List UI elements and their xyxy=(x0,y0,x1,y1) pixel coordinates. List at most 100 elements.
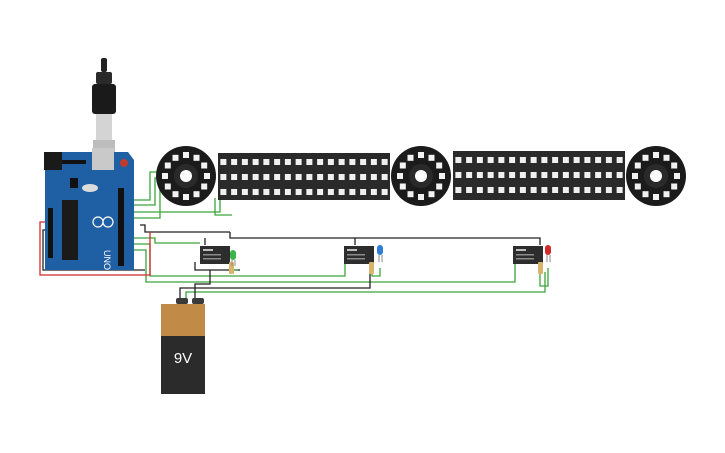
strip-led xyxy=(562,172,569,178)
ring-led xyxy=(193,154,200,161)
strip-led xyxy=(573,187,580,193)
wire-green-relay3 xyxy=(130,249,516,283)
strip-led xyxy=(487,157,494,163)
strip-led xyxy=(349,189,356,195)
strip-led xyxy=(541,172,548,178)
strip-led xyxy=(306,189,313,195)
ring-led xyxy=(653,152,659,158)
strip-led xyxy=(498,172,505,178)
led-strip-2 xyxy=(453,151,625,200)
strip-led xyxy=(530,172,537,178)
strip-led xyxy=(295,189,302,195)
ring-led xyxy=(634,162,641,169)
strip-led xyxy=(455,172,462,178)
strip-led xyxy=(584,157,591,163)
strip-led xyxy=(370,189,377,195)
strip-led xyxy=(381,189,388,195)
strip-led xyxy=(381,174,388,180)
led-red xyxy=(545,245,551,262)
wire-green-relay2 xyxy=(130,243,346,277)
strip-led xyxy=(605,157,612,163)
strip-led xyxy=(317,189,324,195)
strip-led xyxy=(519,157,526,163)
ring-led xyxy=(193,191,200,198)
strip-led xyxy=(295,174,302,180)
strip-led xyxy=(338,189,345,195)
ring-led xyxy=(164,183,171,190)
usb-jack xyxy=(92,148,114,170)
strip-led xyxy=(455,157,462,163)
strip-led xyxy=(595,157,602,163)
strip-led xyxy=(552,172,559,178)
strip-led xyxy=(231,189,238,195)
strip-led xyxy=(584,172,591,178)
ring-led xyxy=(439,173,445,179)
strip-led xyxy=(487,187,494,193)
strip-led xyxy=(476,172,483,178)
strip-led xyxy=(252,189,259,195)
ring-led xyxy=(407,154,414,161)
strip-led xyxy=(360,174,367,180)
strip-led xyxy=(306,159,313,165)
strip-led xyxy=(327,159,334,165)
strip-led xyxy=(466,187,473,193)
strip-led xyxy=(519,187,526,193)
ring-led xyxy=(642,154,649,161)
led-strip-1 xyxy=(218,153,390,200)
ring-led xyxy=(407,191,414,198)
ring-led xyxy=(671,183,678,190)
strip-led xyxy=(595,172,602,178)
ring-led xyxy=(663,154,670,161)
strip-led xyxy=(317,174,324,180)
reset-button xyxy=(120,159,128,167)
strip-led xyxy=(487,172,494,178)
ring-led xyxy=(663,191,670,198)
strip-led xyxy=(595,187,602,193)
relay-1 xyxy=(200,246,230,264)
strip-led xyxy=(530,157,537,163)
strip-led xyxy=(263,159,270,165)
resistor-2 xyxy=(369,262,374,274)
led-blue xyxy=(377,245,383,262)
wire-black-battery2 xyxy=(194,270,211,300)
ring-led xyxy=(164,162,171,169)
ring-led xyxy=(172,154,179,161)
strip-led xyxy=(274,189,281,195)
battery-9v xyxy=(161,298,205,394)
arduino-board: UNO xyxy=(44,58,134,270)
strip-led xyxy=(562,187,569,193)
relay-2 xyxy=(344,246,374,264)
ring-led xyxy=(653,194,659,200)
relay-3 xyxy=(513,246,543,264)
led-green xyxy=(230,250,236,266)
strip-led xyxy=(616,172,623,178)
strip-led xyxy=(476,187,483,193)
strip-led xyxy=(562,157,569,163)
strip-led xyxy=(284,189,291,195)
strip-led xyxy=(241,159,248,165)
wire-green-led3 xyxy=(539,266,549,287)
strip-led xyxy=(231,174,238,180)
strip-led xyxy=(552,157,559,163)
strip-led xyxy=(252,174,259,180)
strip-led xyxy=(284,159,291,165)
strip-led xyxy=(370,159,377,165)
ring-led xyxy=(204,173,210,179)
strip-led xyxy=(509,172,516,178)
strip-led xyxy=(584,187,591,193)
ring-led xyxy=(418,194,424,200)
ring-led xyxy=(428,154,435,161)
strip-led xyxy=(263,189,270,195)
ring-led xyxy=(183,194,189,200)
ring-led xyxy=(428,191,435,198)
wire-green-link xyxy=(214,198,232,216)
strip-led xyxy=(476,157,483,163)
strip-led xyxy=(541,157,548,163)
strip-led xyxy=(338,174,345,180)
strip-led xyxy=(498,187,505,193)
strip-led xyxy=(370,174,377,180)
strip-led xyxy=(605,187,612,193)
wire-red-power xyxy=(39,221,151,276)
strip-led xyxy=(381,159,388,165)
resistor-1 xyxy=(229,262,234,274)
